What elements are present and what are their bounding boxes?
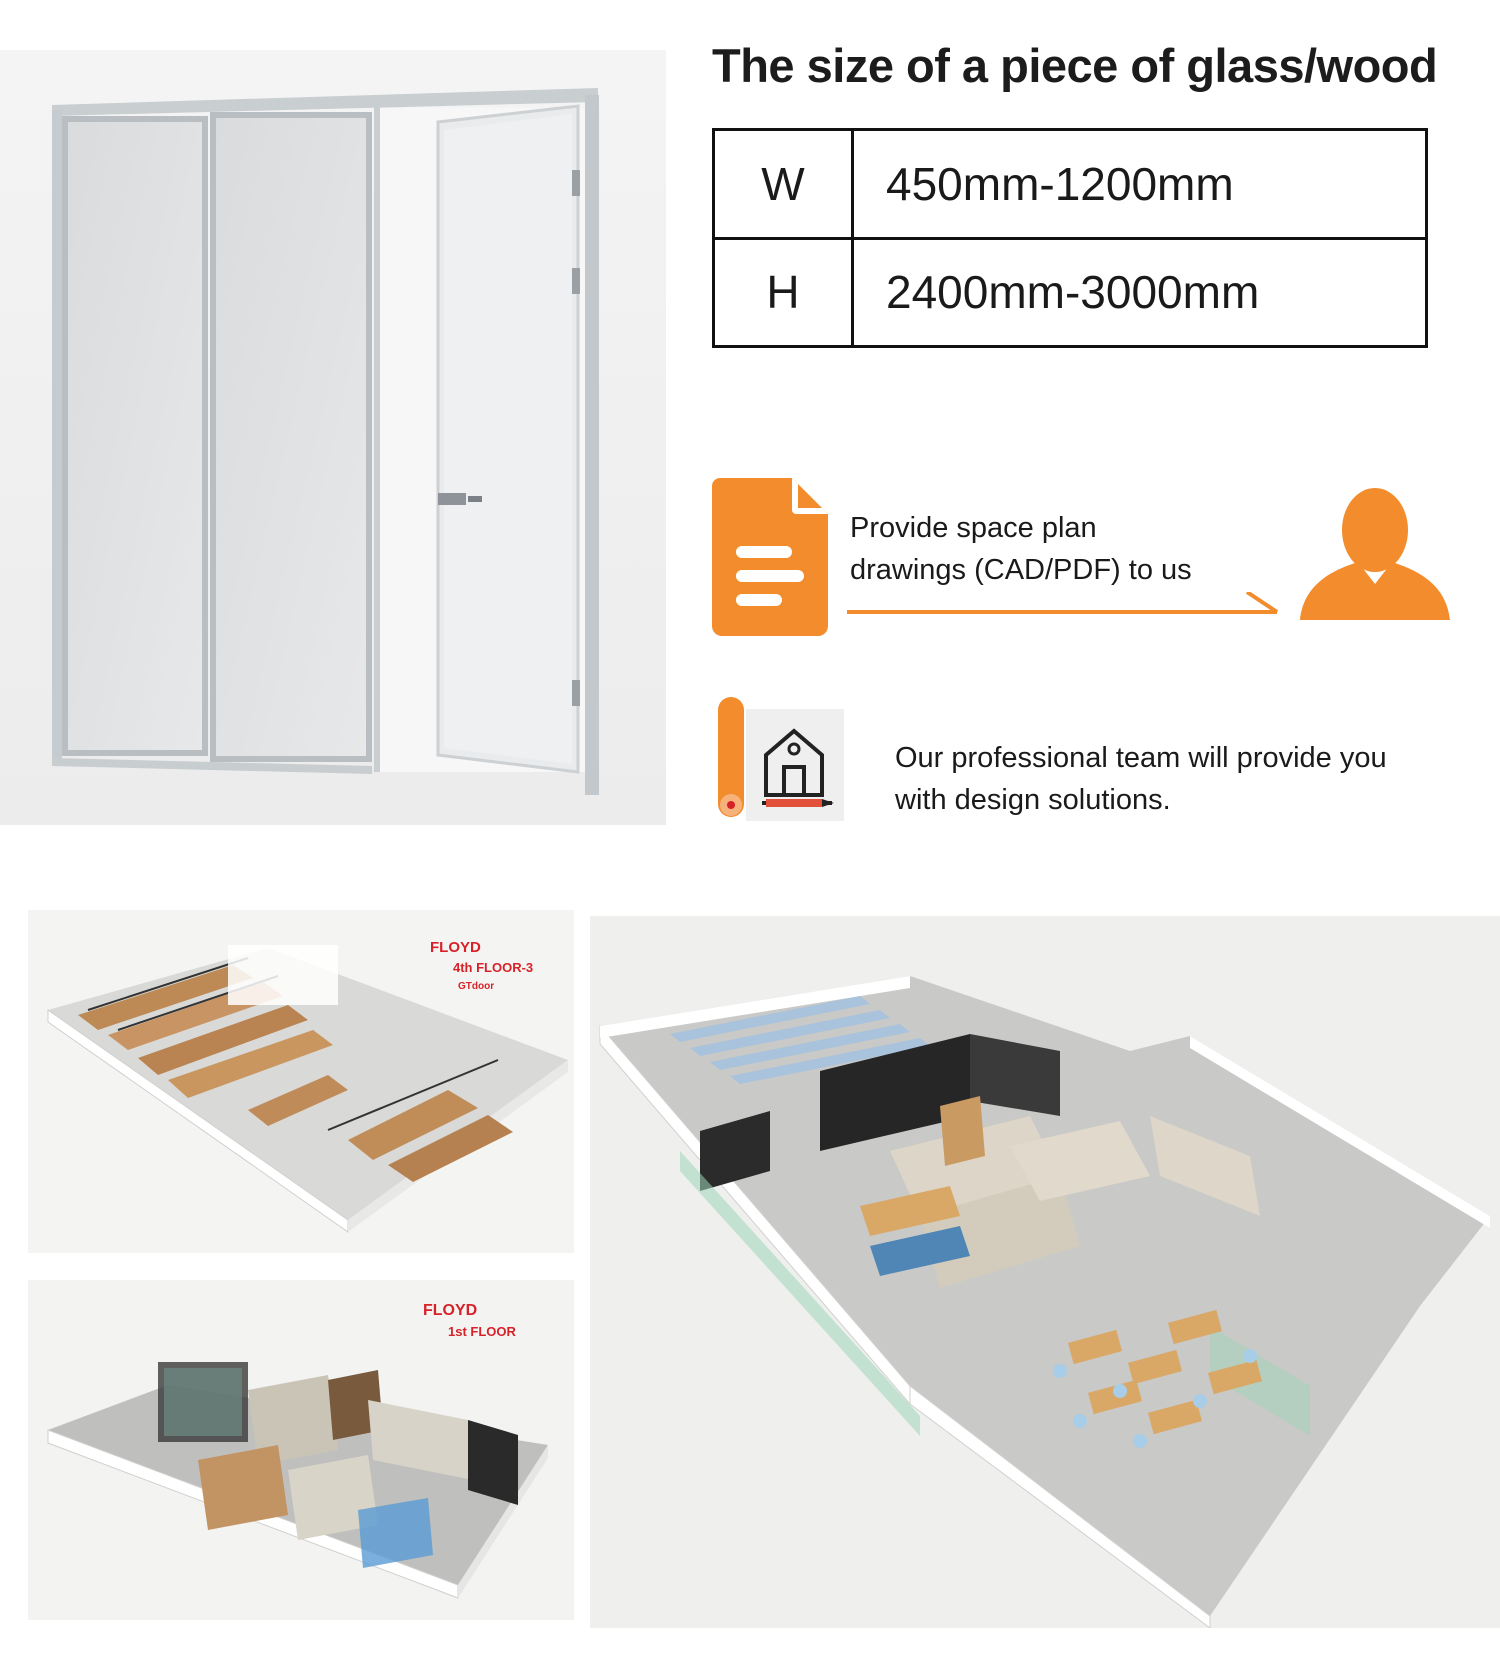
dimension-cell: H <box>712 236 854 348</box>
glass-partition-door-photo <box>0 50 666 825</box>
table-row: W 450mm-1200mm <box>712 128 1428 240</box>
step-design-solution-text: Our professional team will provide you w… <box>895 737 1387 821</box>
step-line: with design solutions. <box>895 784 1171 816</box>
render-label-line: GTdoor <box>458 981 494 992</box>
floor-plan-render-1st-floor: FLOYD 1st FLOOR <box>28 1280 574 1620</box>
office-layout-render <box>590 916 1500 1628</box>
render-label-line: FLOYD <box>430 939 481 956</box>
door-illustration <box>0 50 666 825</box>
step-line: Provide space plan <box>850 512 1097 544</box>
step-line: drawings (CAD/PDF) to us <box>850 554 1192 586</box>
render-label-line: 1st FLOOR <box>448 1324 517 1339</box>
render-label-line: 4th FLOOR-3 <box>453 960 533 975</box>
person-icon <box>1300 488 1450 625</box>
render-label-line: FLOYD <box>423 1302 477 1319</box>
size-spec-table: W 450mm-1200mm H 2400mm-3000mm <box>712 128 1428 348</box>
range-cell: 450mm-1200mm <box>851 128 1428 240</box>
document-icon <box>712 478 830 641</box>
step-line: Our professional team will provide you <box>895 742 1387 774</box>
step-provide-plan-text: Provide space plan drawings (CAD/PDF) to… <box>850 507 1192 591</box>
floor-plan-render-4th-floor: FLOYD 4th FLOOR-3 GTdoor <box>28 910 574 1253</box>
table-row: H 2400mm-3000mm <box>712 236 1428 348</box>
arrow-line-icon <box>847 590 1287 627</box>
blueprint-house-icon <box>712 695 846 830</box>
dimension-cell: W <box>712 128 854 240</box>
range-cell: 2400mm-3000mm <box>851 236 1428 348</box>
size-spec-title: The size of a piece of glass/wood <box>712 39 1438 92</box>
